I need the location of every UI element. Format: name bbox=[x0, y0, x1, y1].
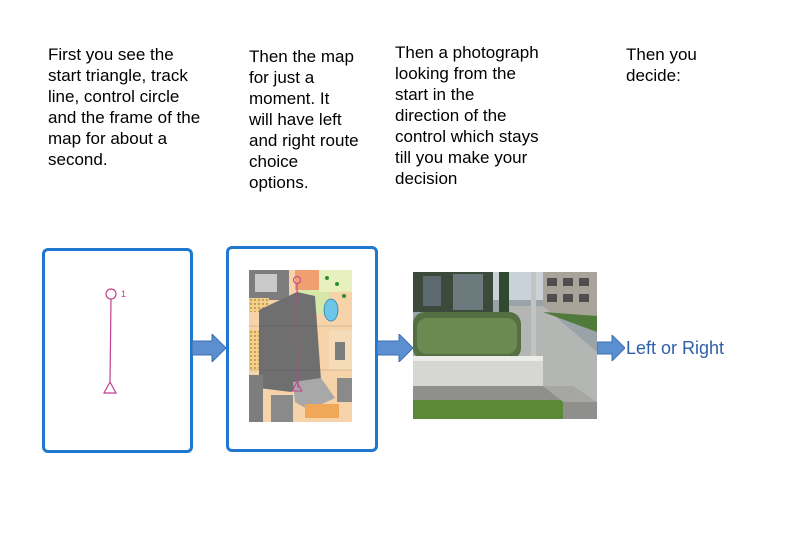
course-frame-panel bbox=[42, 248, 193, 453]
caption-step-1: First you see the start triangle, track … bbox=[48, 45, 201, 169]
right-arrow-icon bbox=[597, 335, 625, 361]
orienteering-map-image bbox=[249, 270, 352, 422]
decision-label: Left or Right bbox=[626, 338, 725, 358]
right-arrow-icon bbox=[377, 334, 413, 362]
start-view-photograph bbox=[413, 272, 597, 419]
caption-step-4: Then you decide: bbox=[626, 45, 697, 85]
control-number: 1 bbox=[121, 289, 126, 299]
caption-step-2: Then the map for just a moment. It will … bbox=[249, 47, 359, 192]
course-drawing: 1 bbox=[102, 288, 126, 394]
right-arrow-icon bbox=[192, 334, 226, 362]
caption-step-3: Then a photograph looking from the start… bbox=[395, 43, 539, 188]
start-triangle-icon bbox=[102, 380, 118, 394]
track-line bbox=[109, 298, 112, 383]
control-circle-icon bbox=[105, 288, 117, 300]
